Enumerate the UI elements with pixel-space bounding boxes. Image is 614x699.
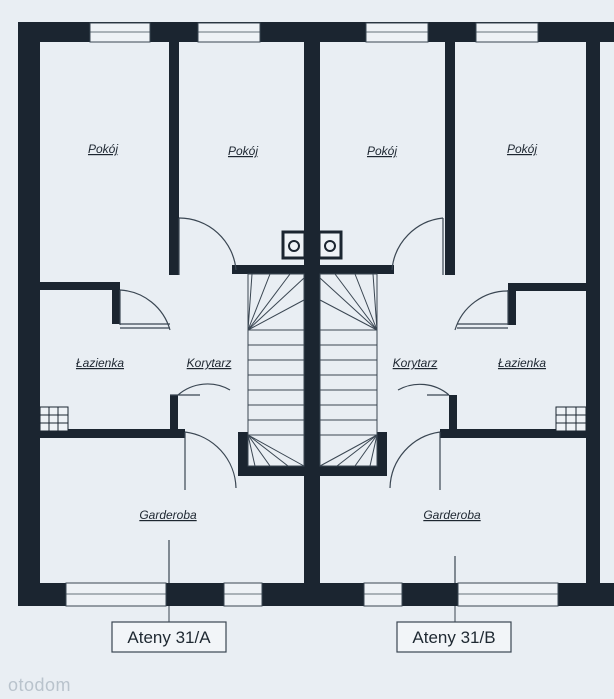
wall-stair-left [238,432,248,476]
staircase-right [319,273,378,467]
doors [119,217,509,490]
window-bottom-2 [223,582,263,607]
room-label-korytarz-right: Korytarz [393,356,438,370]
window-bottom-4 [457,582,559,607]
wall-room4-bottom [508,283,586,291]
vent-left [281,230,307,260]
wall-right-stub [586,42,600,583]
tiles-right [555,406,587,432]
room-label-lazienka-right: Łazienka [498,356,546,370]
wall-party [304,42,320,583]
room-label-korytarz-left: Korytarz [187,356,232,370]
unit-label-right: Ateny 31/B [396,606,512,653]
wall-room2-bottom [232,265,304,274]
wall-bath-right-left [508,291,516,325]
unit-label-left: Ateny 31/A [111,606,227,653]
unit-name-right: Ateny 31/B [412,628,495,647]
room-label-pokoj-4: Pokój [507,142,537,156]
room-label-pokoj-1: Pokój [88,142,118,156]
wall-stair-bottom-left [238,466,304,476]
window-glass-lines [66,31,558,595]
wall-left [18,22,40,606]
wall-room1-bottom [40,282,120,290]
watermark-logo: otodom [8,675,71,695]
window-bottom-3 [363,582,403,607]
windows [65,22,559,607]
room-label-garderoba-right: Garderoba [423,508,481,522]
room-label-pokoj-2: Pokój [228,144,258,158]
bath-fixtures [39,406,587,432]
window-top-3 [365,22,429,43]
room-label-pokoj-3: Pokój [367,144,397,158]
wall-divider-right [445,42,455,275]
unit-name-left: Ateny 31/A [127,628,211,647]
wall-bath-left-lower [170,395,178,437]
wall-stair-bottom-right [320,466,387,476]
wall-stair-right [377,432,387,476]
tiles-left [39,406,69,432]
wall-bath-left-bottom [40,429,185,438]
window-top-2 [197,22,261,43]
vent-ducts [281,230,343,260]
interior-lines [120,323,508,583]
walls [18,22,614,606]
wall-bath-right-bottom [440,429,586,438]
window-top-4 [475,22,539,43]
wall-bath-right-lower [449,395,457,437]
staircase-left [247,273,305,467]
room-label-garderoba-left: Garderoba [139,508,197,522]
wall-bath-left-right [112,290,120,324]
wall-divider-left [169,42,179,275]
window-bottom-1 [65,582,167,607]
room-label-lazienka-left: Łazienka [76,356,124,370]
vent-right [317,230,343,260]
wall-top [18,22,614,42]
wall-room3-bottom [320,265,394,274]
window-top-1 [89,22,151,43]
